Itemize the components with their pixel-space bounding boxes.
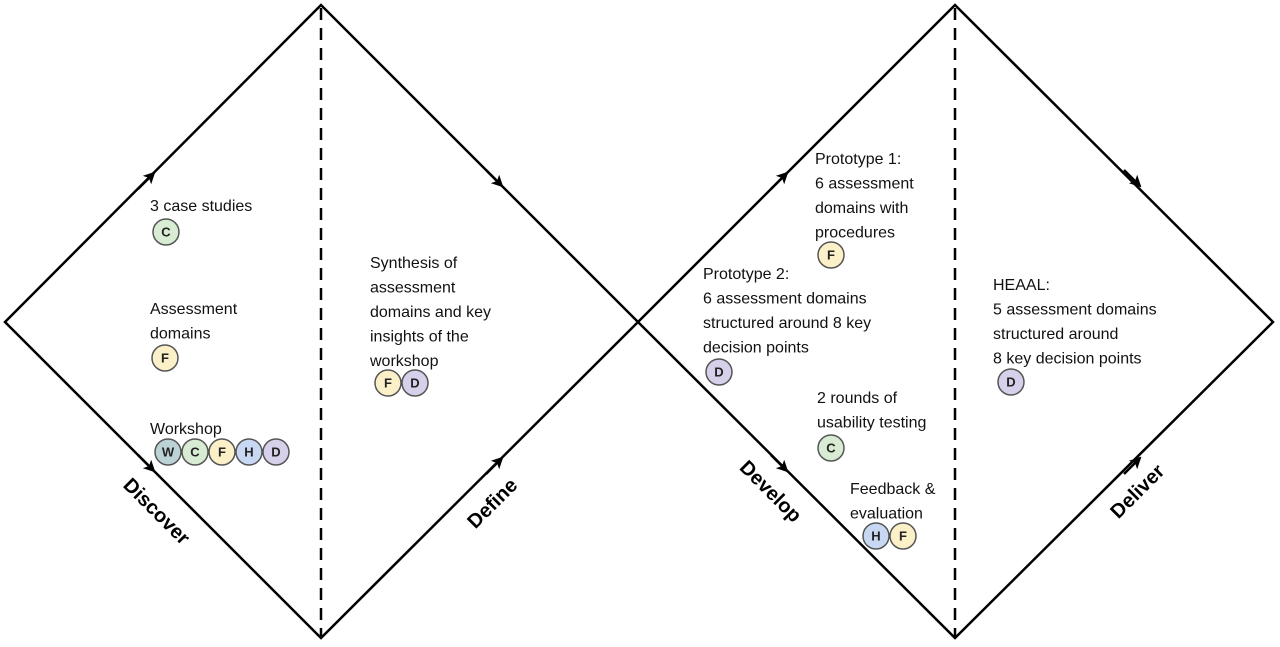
badge-circle xyxy=(181,438,209,466)
note-line: decision points xyxy=(703,340,809,357)
badge-letter: D xyxy=(714,365,723,380)
note-line: 6 assessment domains xyxy=(703,291,867,308)
arrow-define-down xyxy=(485,169,504,188)
note-line: usability testing xyxy=(817,415,926,432)
arrow-discover-down xyxy=(137,454,156,473)
note-line: Assessment xyxy=(150,301,238,318)
arrow-develop-up xyxy=(770,171,789,190)
note-line: Workshop xyxy=(150,421,222,438)
badge-circle xyxy=(705,358,733,386)
note-line: domains and key xyxy=(370,304,491,321)
badge-letter: C xyxy=(826,441,836,456)
badge-letter: F xyxy=(384,376,392,391)
badge-circle xyxy=(262,438,290,466)
badge-circle xyxy=(154,438,182,466)
badge-f: F xyxy=(208,438,236,466)
arrow-discover-up xyxy=(137,171,156,190)
badge-c: C xyxy=(152,218,180,246)
badge-letter: F xyxy=(218,445,226,460)
note-line: insights of the xyxy=(370,329,469,346)
badge-w: W xyxy=(154,438,182,466)
arrow-deliver-down xyxy=(1123,169,1142,188)
note-line: Prototype 1: xyxy=(815,151,901,168)
phase-label-discover: Discover xyxy=(119,474,194,549)
note-line: Synthesis of xyxy=(370,255,458,272)
badge-d: D xyxy=(401,369,429,397)
badge-d: D xyxy=(705,358,733,386)
note-synthesis: Synthesis of assessment domains and key ins… xyxy=(369,255,491,397)
arrow-develop-down xyxy=(770,454,789,473)
note-line: evaluation xyxy=(850,506,923,523)
note-line: 6 assessment xyxy=(815,176,914,193)
phase-label-define: Define xyxy=(463,474,522,533)
badge-h: H xyxy=(862,522,890,550)
badge-letter: F xyxy=(161,351,169,366)
badge-circle xyxy=(817,434,845,462)
badge-f: F xyxy=(817,241,845,269)
note-line: HEAAL: xyxy=(993,277,1050,294)
badge-letter: H xyxy=(244,445,253,460)
note-line: domains xyxy=(150,326,210,343)
note-line: structured around xyxy=(993,326,1118,343)
phase-label-deliver: Deliver xyxy=(1106,460,1169,523)
badge-letter: F xyxy=(899,529,907,544)
note-line: assessment xyxy=(370,280,456,297)
badge-f: F xyxy=(151,344,179,372)
note-line: structured around 8 key xyxy=(703,315,871,332)
badge-letter: C xyxy=(190,445,200,460)
badge-circle xyxy=(401,369,429,397)
badge-circle xyxy=(997,368,1025,396)
badge-letter: D xyxy=(410,376,419,391)
badge-c: C xyxy=(181,438,209,466)
badge-letter: W xyxy=(162,445,175,460)
diamond-right-outline xyxy=(636,3,1275,640)
badge-letter: D xyxy=(1006,375,1015,390)
badge-letter: H xyxy=(871,529,880,544)
note-line: procedures xyxy=(815,225,895,242)
note-line: domains with xyxy=(815,200,908,217)
badge-circle xyxy=(208,438,236,466)
note-line: 8 key decision points xyxy=(993,351,1142,368)
note-prototype1: Prototype 1: 6 assessment domains with proc… xyxy=(815,151,914,269)
badge-letter: C xyxy=(161,225,171,240)
badge-f: F xyxy=(889,522,917,550)
note-line: workshop xyxy=(369,353,439,370)
note-line: Feedback & xyxy=(850,481,936,498)
note-heaal: HEAAL: 5 assessment domains structured aro… xyxy=(993,277,1157,396)
note-line: 2 rounds of xyxy=(817,390,898,407)
badge-letter: D xyxy=(271,445,280,460)
arrow-deliver-up xyxy=(1123,456,1142,475)
phase-label-develop: Develop xyxy=(735,456,806,527)
note-line: Prototype 2: xyxy=(703,266,789,283)
badge-d: D xyxy=(997,368,1025,396)
badge-circle xyxy=(235,438,263,466)
badge-circle xyxy=(151,344,179,372)
badge-circle xyxy=(817,241,845,269)
badge-f: F xyxy=(374,369,402,397)
badge-h: H xyxy=(235,438,263,466)
note-line: 3 case studies xyxy=(150,198,252,215)
badge-circle xyxy=(374,369,402,397)
note-line: 5 assessment domains xyxy=(993,302,1157,319)
arrow-define-up xyxy=(485,456,504,475)
badge-c: C xyxy=(817,434,845,462)
note-prototype2: Prototype 2: 6 assessment domains structur… xyxy=(703,266,871,386)
badge-letter: F xyxy=(827,248,835,263)
badge-circle xyxy=(152,218,180,246)
badge-circle xyxy=(862,522,890,550)
badge-d: D xyxy=(262,438,290,466)
badge-circle xyxy=(889,522,917,550)
